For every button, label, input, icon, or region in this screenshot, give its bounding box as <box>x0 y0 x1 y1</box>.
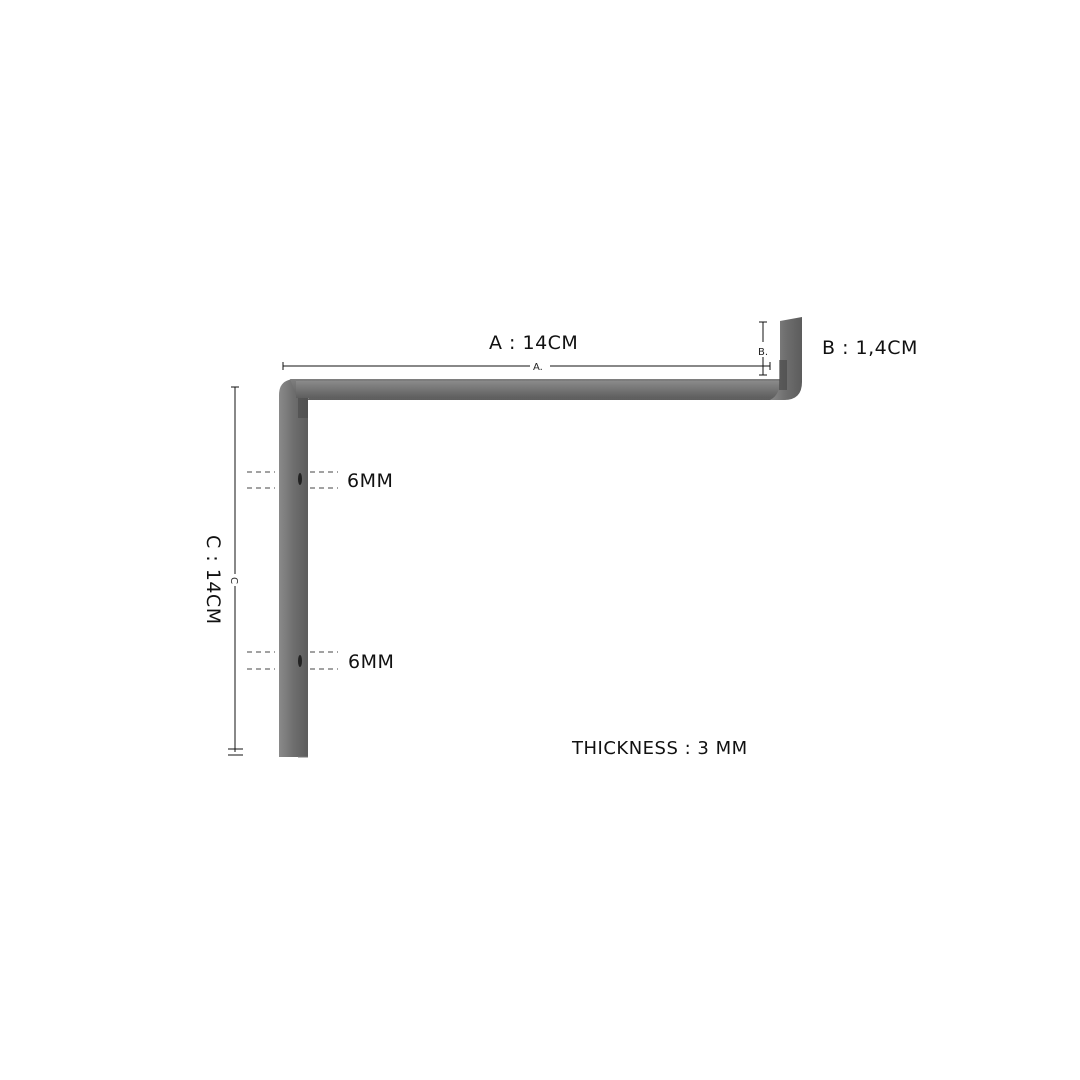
bracket <box>279 317 802 758</box>
hole-1-label: 6MM <box>347 470 393 492</box>
thickness-label: THICKNESS : 3 MM <box>571 738 748 759</box>
dimension-c <box>228 386 243 756</box>
dimension-a-marker: A. <box>533 362 543 373</box>
bend-shadow <box>298 398 308 418</box>
dimension-a <box>282 362 771 370</box>
dimension-c-label: C : 14CM <box>202 535 224 625</box>
dimension-c-marker: C <box>228 577 239 584</box>
dimension-b-label: B : 1,4CM <box>822 337 918 359</box>
screw-hole-2 <box>298 655 302 667</box>
dimension-b-marker: B. <box>758 347 768 358</box>
dimension-b <box>759 321 767 376</box>
hole-2-label: 6MM <box>348 651 394 673</box>
dimension-a-label: A : 14CM <box>489 332 578 354</box>
screw-hole-1 <box>298 473 302 485</box>
hole-guides <box>247 471 338 670</box>
bracket-arm-body <box>296 381 786 398</box>
bracket-vertical-arm <box>279 379 308 757</box>
bracket-lip <box>770 317 802 400</box>
lip-shadow <box>779 360 787 390</box>
